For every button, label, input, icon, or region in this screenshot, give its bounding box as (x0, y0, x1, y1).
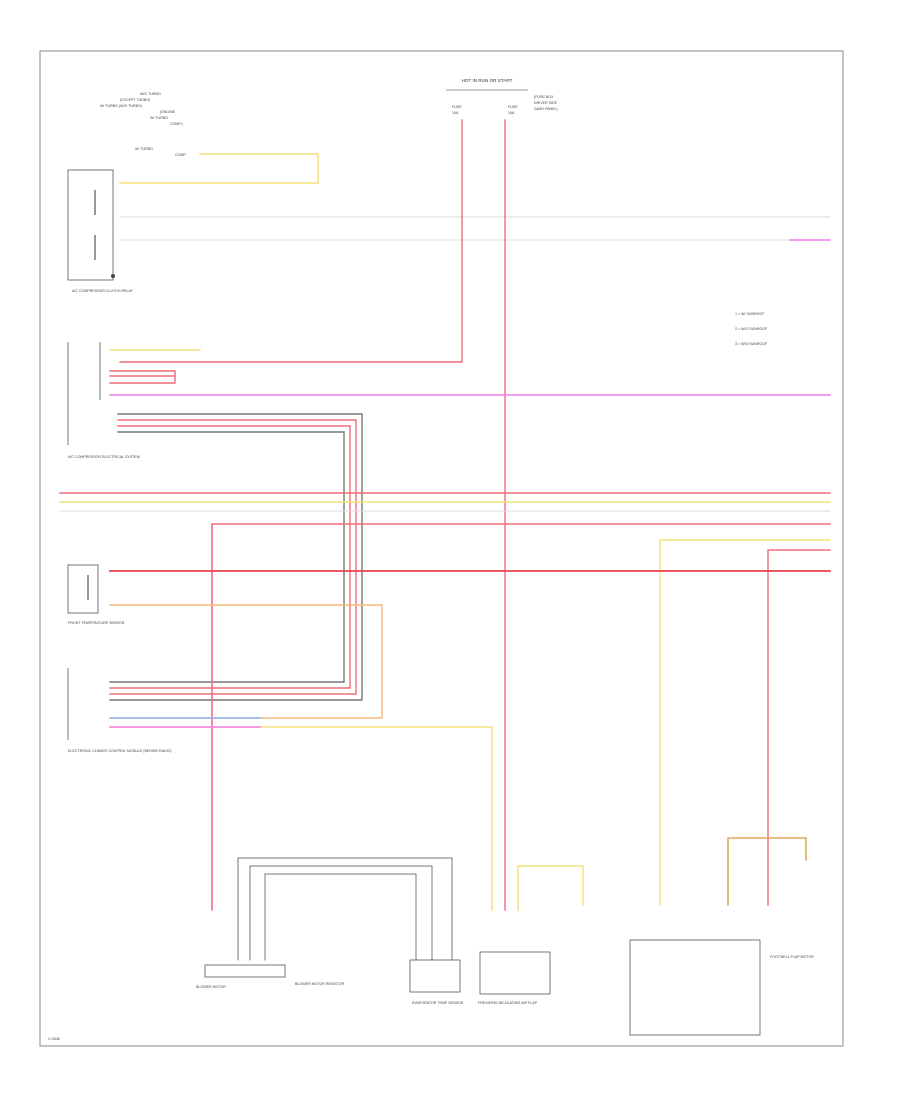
svg-text:W/O TURBO: W/O TURBO (140, 92, 161, 96)
footwell-flap: FOOTWELL FLAP MOTOR (629, 939, 814, 1036)
electronic-control-label: ELECTRONIC CLIMATE CONTROL MODULE (BEHIN… (68, 749, 172, 753)
blower-resistor-label: BLOWER MOTOR RESISTOR (295, 982, 345, 986)
front-temp-sensor: FRONT TEMPERATURE SENSOR (67, 564, 125, 625)
electronic-control-module: ELECTRONIC CLIMATE CONTROL MODULE (BEHIN… (67, 668, 172, 753)
legend-item-2: 2 = W/O SUNROOF (735, 327, 768, 331)
blower-resistor: BLOWER MOTOR RESISTOR (295, 982, 345, 986)
svg-text:W/ TURBO: W/ TURBO (135, 147, 153, 151)
svg-text:W/ TURBO (W/O TURBO): W/ TURBO (W/O TURBO) (100, 104, 142, 108)
svg-text:FUSE: FUSE (508, 105, 518, 109)
page-reference: C-9346 (48, 1037, 60, 1041)
svg-text:COMP.): COMP.) (170, 122, 183, 126)
ac-compressor-box: A/C COMPRESSOR ELECTRICAL SYSTEM (67, 342, 140, 459)
evap-temp-sensor: EVAPORATOR TEMP SENSOR (409, 959, 464, 1005)
compressor-relay-box: A/C COMPRESSOR CLUTCH RELAY (67, 169, 134, 293)
svg-text:10A: 10A (508, 111, 515, 115)
svg-text:DASH PANEL): DASH PANEL) (534, 107, 558, 111)
wires (59, 119, 831, 961)
top-fuse-block: HOT IN RUN OR START FUSE 10A FUSE 10A (F… (446, 78, 558, 115)
svg-text:FUSE: FUSE (452, 105, 462, 109)
ac-compressor-label: A/C COMPRESSOR ELECTRICAL SYSTEM (68, 455, 140, 459)
svg-text:(FUSE BOX: (FUSE BOX (534, 95, 554, 99)
legend-item-1: 1 = W/ SUNROOF (735, 312, 765, 316)
top-fuse-label: HOT IN RUN OR START (462, 78, 513, 83)
legend: 1 = W/ SUNROOF 2 = W/O SUNROOF 3 = W/O S… (735, 312, 768, 346)
diagram-border (39, 50, 844, 1047)
blower-motor: BLOWER MOTOR (196, 964, 286, 989)
relay-label: A/C COMPRESSOR CLUTCH RELAY (72, 289, 134, 293)
svg-text:10A: 10A (452, 111, 459, 115)
footwell-label: FOOTWELL FLAP MOTOR (770, 955, 814, 959)
svg-text:COMP.: COMP. (175, 153, 186, 157)
svg-text:(EXCEPT TURBO): (EXCEPT TURBO) (120, 98, 150, 102)
svg-text:DRIVER SIDE: DRIVER SIDE (534, 101, 558, 105)
svg-text:(ENGINE: (ENGINE (160, 110, 176, 114)
upper-left-notes: W/O TURBO (EXCEPT TURBO) W/ TURBO (W/O T… (100, 92, 186, 157)
legend-item-3: 3 = W/O SUNROOF (735, 342, 768, 346)
evap-temp-label: EVAPORATOR TEMP SENSOR (412, 1001, 464, 1005)
fresh-air-flap: FRESH/RECIRCULATING AIR FLAP (478, 951, 551, 1005)
svg-text:W/ TURBO: W/ TURBO (150, 116, 168, 120)
front-temp-label: FRONT TEMPERATURE SENSOR (68, 621, 125, 625)
blower-motor-label: BLOWER MOTOR (196, 985, 226, 989)
fresh-air-label: FRESH/RECIRCULATING AIR FLAP (478, 1001, 538, 1005)
